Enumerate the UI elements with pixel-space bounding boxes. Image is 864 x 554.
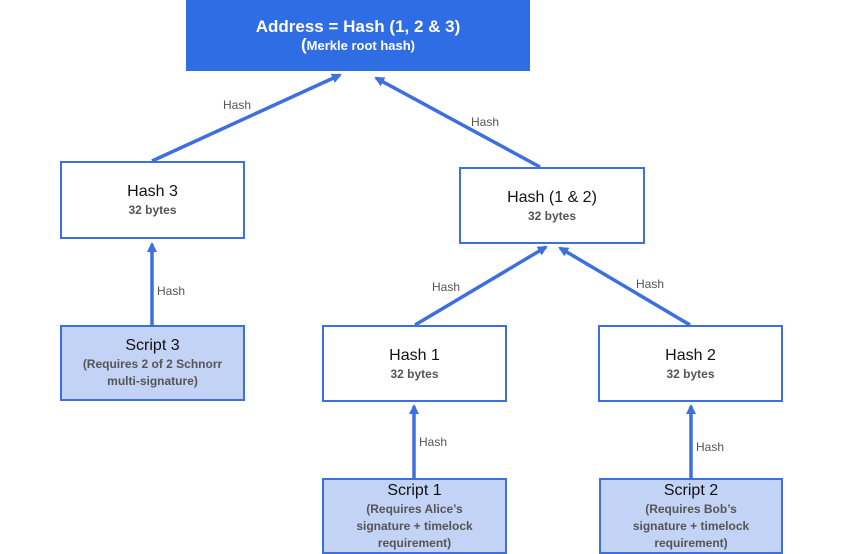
root-title: Address = Hash (1, 2 & 3) [255, 17, 461, 36]
hash3-title: Hash 3 [127, 183, 178, 200]
edge-hash3-to-root [151, 73, 342, 163]
hash2-size: 32 bytes [666, 366, 715, 381]
hash2-title: Hash 2 [665, 346, 716, 364]
script1-desc-line-3: requirement) [377, 535, 452, 550]
hash12-node: Hash (1 & 2) 32 bytes [459, 167, 645, 244]
edge-label-hash12-to-root: Hash [471, 115, 500, 129]
edge-hash12-to-root [374, 76, 541, 169]
script2-node: Script 2 (Requires Bob’s signature + tim… [599, 478, 783, 554]
script1-desc-line-2: signature + timelock [356, 518, 473, 533]
edge-hash2-to-hash12 [558, 246, 691, 327]
script3-title: Script 3 [125, 337, 180, 354]
root-node: Address = Hash (1, 2 & 3) (Merkle root h… [186, 0, 530, 71]
edge-label-hash1-to-hash12: Hash [432, 280, 461, 294]
root-subtitle-text: Merkle root hash) [306, 38, 416, 53]
hash12-size: 32 bytes [527, 208, 577, 223]
hash3-size: 32 bytes [128, 203, 177, 217]
script1-desc-line-1: (Requires Alice’s [366, 501, 463, 516]
edge-label-script2-to-hash2: Hash [696, 440, 725, 454]
script2-desc-line-2: signature + timelock [632, 518, 750, 533]
hash3-node: Hash 3 32 bytes [60, 161, 245, 239]
root-subtitle: (Merkle root hash) [300, 35, 416, 54]
hash1-size: 32 bytes [390, 366, 439, 381]
script2-title: Script 2 [663, 481, 719, 499]
edge-label-script1-to-hash1: Hash [419, 435, 448, 449]
edge-label-script3-to-hash3: Hash [157, 284, 186, 298]
root-subtitle-paren: ( [300, 35, 307, 54]
script1-title: Script 1 [387, 481, 442, 499]
script3-desc-line-2: multi-signature) [107, 374, 198, 388]
script2-desc-line-3: requirement) [654, 535, 728, 550]
hash2-node: Hash 2 32 bytes [598, 325, 783, 402]
hash1-node: Hash 1 32 bytes [322, 325, 507, 402]
script1-node: Script 1 (Requires Alice’s signature + t… [322, 478, 507, 554]
edge-label-hash3-to-root: Hash [223, 98, 252, 112]
script2-desc-line-1: (Requires Bob’s [645, 501, 737, 516]
script3-desc-line-1: (Requires 2 of 2 Schnorr [82, 357, 223, 371]
script3-node: Script 3 (Requires 2 of 2 Schnorr multi-… [60, 325, 245, 401]
hash1-title: Hash 1 [389, 346, 440, 364]
hash12-title: Hash (1 & 2) [507, 188, 597, 206]
edge-label-hash2-to-hash12: Hash [636, 277, 665, 291]
